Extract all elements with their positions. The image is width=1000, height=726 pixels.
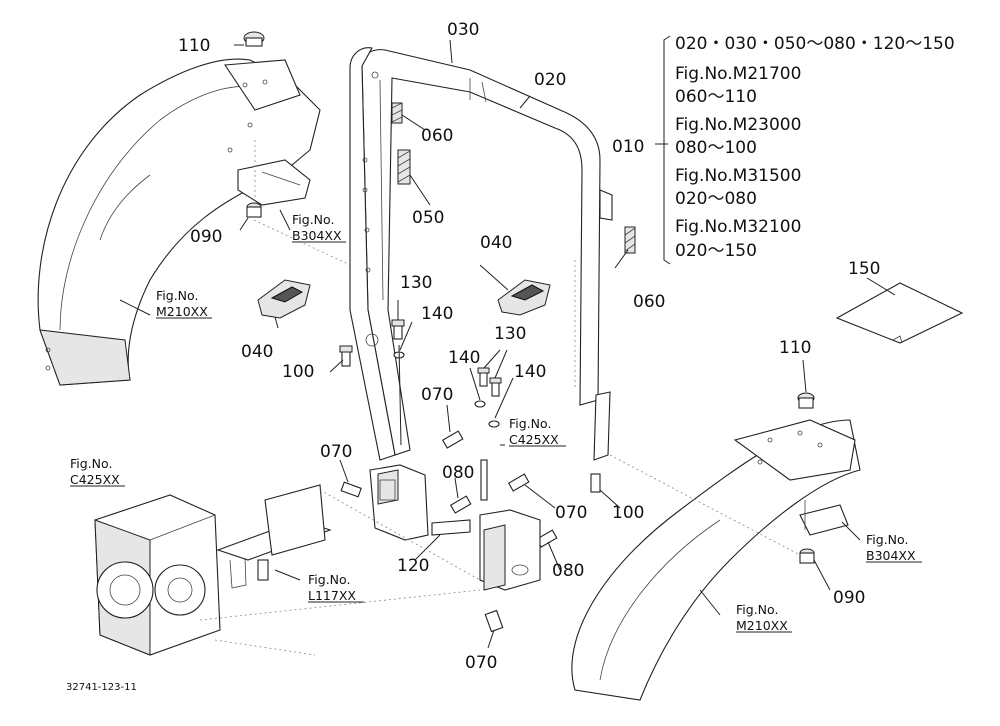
note-line-2: Fig.No.M21700 — [675, 64, 801, 84]
ref-b304-right-label: Fig.No. — [866, 532, 908, 547]
callout-090-left: 090 — [190, 227, 222, 247]
callout-120: 120 — [397, 556, 429, 576]
figure-references: Fig.No. B304XX Fig.No. M210XX Fig.No. C4… — [70, 212, 916, 633]
callout-070-bottom: 070 — [465, 653, 497, 673]
notes-block: 020・030・050～080・120～150 Fig.No.M21700 06… — [675, 34, 955, 261]
note-line-4: Fig.No.M23000 — [675, 115, 801, 135]
ref-c425-left-label: Fig.No. — [70, 456, 112, 471]
callout-040-right: 040 — [480, 233, 512, 253]
left-bracket — [237, 140, 311, 206]
nut-090-right — [799, 548, 831, 591]
callout-010: 010 — [612, 137, 644, 157]
ref-b304-top-label: Fig.No. — [292, 212, 334, 227]
callout-090-right: 090 — [833, 588, 865, 608]
left-fender — [37, 58, 321, 386]
ref-b304-right-code: B304XX — [866, 548, 916, 563]
ref-c425-mid-label: Fig.No. — [509, 416, 551, 431]
callout-070-right: 070 — [555, 503, 587, 523]
callout-110-right: 110 — [779, 338, 811, 358]
nut-110-right — [797, 359, 815, 409]
bracket-l117 — [216, 484, 332, 589]
callout-050: 050 — [412, 208, 444, 228]
ref-c425-left-code: C425XX — [70, 472, 120, 487]
callout-140-left: 140 — [421, 304, 453, 324]
callout-130-left: 130 — [400, 273, 432, 293]
callout-140-right: 140 — [514, 362, 546, 382]
right-bracket — [799, 500, 849, 536]
note-line-1: 020・030・050～080・120～150 — [675, 34, 955, 54]
callout-070-left: 070 — [320, 442, 352, 462]
note-line-7: 020～080 — [675, 189, 757, 209]
note-line-9: 020～150 — [675, 241, 757, 261]
callout-100-left: 100 — [282, 362, 314, 382]
bolts — [339, 319, 601, 633]
callout-100-right: 100 — [612, 503, 644, 523]
ref-m210-right-code: M210XX — [736, 618, 788, 633]
ref-l117-label: Fig.No. — [308, 572, 350, 587]
handle-040-right — [497, 279, 551, 316]
callout-110-top: 110 — [178, 36, 210, 56]
callout-060-right: 060 — [633, 292, 665, 312]
callout-130-right: 130 — [494, 324, 526, 344]
transmission-case — [94, 494, 221, 656]
note-line-5: 080～100 — [675, 138, 757, 158]
callout-020: 020 — [534, 70, 566, 90]
note-line-6: Fig.No.M31500 — [675, 166, 801, 186]
lower-right-mount — [479, 459, 541, 591]
callout-070-mid: 070 — [421, 385, 453, 405]
callout-numbers: 110 030 020 060 050 090 040 060 130 140 … — [178, 20, 880, 673]
ref-c425-mid-code: C425XX — [509, 432, 559, 447]
ref-m210-left-code: M210XX — [156, 304, 208, 319]
callout-030: 030 — [447, 20, 479, 40]
callout-080-mid: 080 — [442, 463, 474, 483]
ref-b304-top-code: B304XX — [292, 228, 342, 243]
ref-l117-code: L117XX — [308, 588, 356, 603]
instruction-sheet — [835, 277, 964, 344]
callout-140-mid: 140 — [448, 348, 480, 368]
decals — [391, 102, 636, 254]
callout-080-right: 080 — [552, 561, 584, 581]
ref-m210-right-label: Fig.No. — [736, 602, 778, 617]
rops-frame — [349, 47, 613, 461]
note-line-3: 060～110 — [675, 87, 757, 107]
nut-110-top — [234, 31, 265, 47]
note-line-8: Fig.No.M32100 — [675, 217, 801, 237]
callout-040-left: 040 — [241, 342, 273, 362]
nut-090-top — [239, 202, 351, 266]
ref-m210-left-label: Fig.No. — [156, 288, 198, 303]
leader-lines — [119, 35, 861, 656]
callout-060-left: 060 — [421, 126, 453, 146]
lower-left-mount — [369, 464, 471, 541]
ref-underlines — [70, 241, 922, 633]
callout-150: 150 — [848, 259, 880, 279]
right-fender — [571, 419, 861, 701]
drawing-code: 32741-123-11 — [66, 682, 137, 693]
handle-040-left — [257, 279, 311, 319]
